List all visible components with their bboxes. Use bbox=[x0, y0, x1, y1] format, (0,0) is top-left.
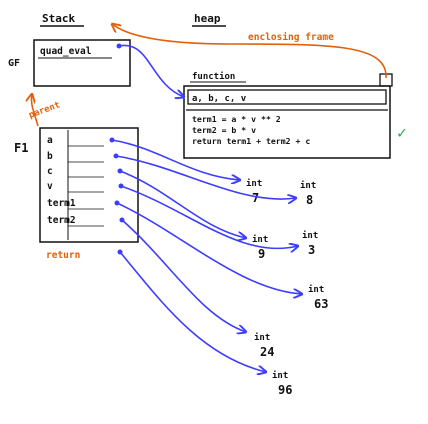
pointer-arrow bbox=[119, 251, 266, 372]
object-value: 24 bbox=[260, 345, 274, 359]
object-value: 63 bbox=[314, 297, 328, 311]
object-type: int bbox=[272, 370, 288, 381]
object-value: 9 bbox=[258, 247, 265, 261]
enclosing-frame-label: enclosing frame bbox=[248, 32, 334, 43]
object-type: int bbox=[252, 234, 268, 245]
parent-arrow bbox=[31, 94, 39, 127]
function-params-box bbox=[187, 89, 387, 105]
heap-header: heap bbox=[194, 12, 221, 25]
object-type: int bbox=[308, 284, 324, 295]
function-pointer-arrow bbox=[118, 44, 184, 97]
global-var-name: quad_eval bbox=[40, 46, 92, 57]
object-type: int bbox=[254, 332, 270, 343]
object-value: 7 bbox=[252, 191, 259, 205]
local-var-name: a bbox=[47, 135, 53, 146]
global-frame-box bbox=[33, 39, 131, 87]
function-body-line: term2 = b * v bbox=[192, 125, 256, 135]
local-var-name: v bbox=[47, 181, 53, 192]
local-var-name: term2 bbox=[47, 215, 76, 226]
object-type: int bbox=[302, 230, 318, 241]
pointer-arrow bbox=[111, 139, 240, 180]
object-type: int bbox=[300, 180, 316, 191]
function-box bbox=[183, 85, 391, 159]
pointer-arrow bbox=[120, 185, 298, 248]
function-title: function bbox=[192, 71, 235, 82]
global-frame-label: GF bbox=[8, 58, 20, 69]
pointer-arrow bbox=[121, 219, 246, 332]
stack-header: Stack bbox=[42, 12, 75, 25]
local-var-name: term1 bbox=[47, 198, 76, 209]
pointer-arrow bbox=[119, 170, 246, 238]
object-value: 96 bbox=[278, 383, 292, 397]
pointer-arrow bbox=[115, 155, 296, 199]
local-var-name: b bbox=[47, 151, 53, 162]
local-var-name: c bbox=[47, 166, 53, 177]
object-value: 8 bbox=[306, 193, 313, 207]
function-body-line: return term1 + term2 + c bbox=[192, 136, 310, 146]
pointer-arrow bbox=[116, 202, 302, 294]
local-frame-box bbox=[39, 127, 139, 243]
return-label: return bbox=[46, 250, 80, 261]
function-body-line: term1 = a * v ** 2 bbox=[192, 114, 281, 124]
object-type: int bbox=[246, 178, 262, 189]
local-frame-label: F1 bbox=[14, 141, 28, 155]
enclosing-frame-arrow bbox=[112, 24, 387, 79]
check-mark: ✓ bbox=[397, 123, 407, 142]
function-params: a, b, c, v bbox=[192, 94, 247, 104]
object-value: 3 bbox=[308, 243, 315, 257]
